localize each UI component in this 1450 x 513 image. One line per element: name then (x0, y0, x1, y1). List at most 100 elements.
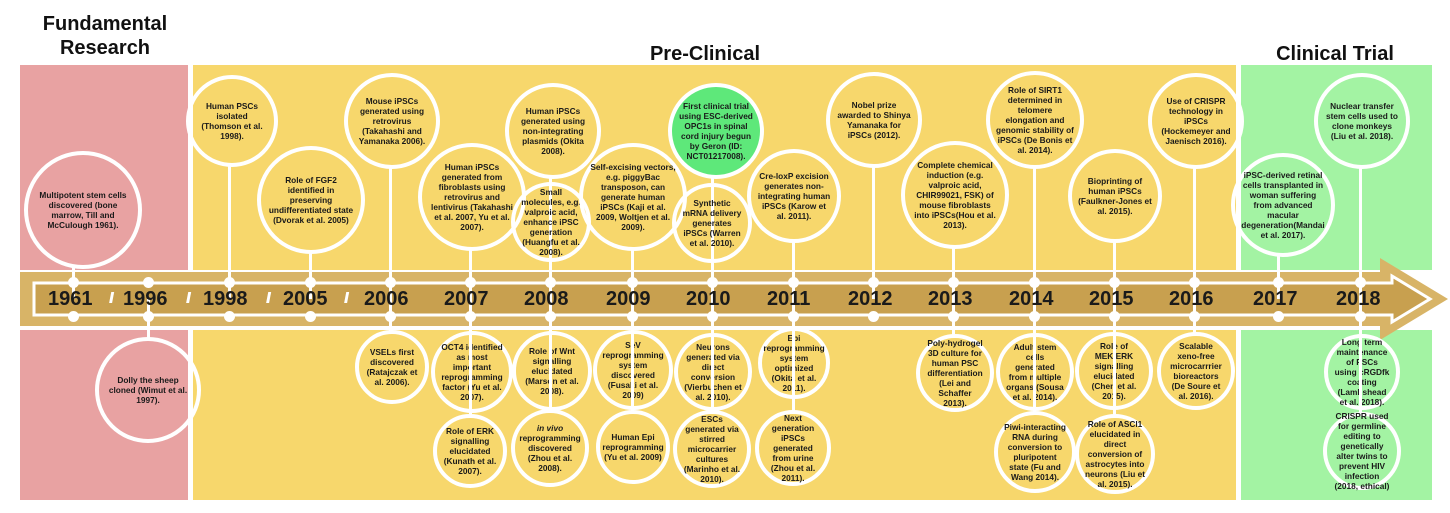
event-circle: Small molecules, e.g. valproic acid, enh… (511, 182, 591, 262)
connector-line (1193, 167, 1196, 299)
event-text: Human Epi reprogramming (Yu et al. 2009) (602, 431, 664, 463)
clinical-trial-header: Clinical Trial (1276, 43, 1394, 65)
timeline-dot (545, 311, 556, 322)
event-circle: Mouse iPSCs generated using retrovirus (… (344, 73, 440, 169)
connector-line (1033, 167, 1036, 299)
event-text: Next generation iPSCs generated from uri… (770, 412, 816, 484)
connector-line (1033, 299, 1036, 413)
year-label: 1996 (123, 288, 168, 310)
event-circle: Use of CRISPR technology in iPSCs (Hocke… (1148, 73, 1244, 169)
timeline-dot (224, 277, 235, 288)
event-circle: Role of ASCl1 elucidated in direct conve… (1075, 414, 1155, 494)
connector-line (711, 299, 714, 412)
connector-line (952, 247, 955, 299)
event-text: ESCs generated via stirred microcarrier … (683, 413, 741, 485)
timeline-dot (1273, 277, 1284, 288)
event-text: Small molecules, e.g. valproic acid, enh… (521, 186, 581, 258)
event-text: Role of ERK signalling elucidated (Kunat… (443, 425, 497, 477)
connector-line (1359, 167, 1362, 299)
timeline-dot (68, 277, 79, 288)
connector-line (631, 249, 634, 299)
event-text: Role of ASCl1 elucidated in direct conve… (1085, 418, 1145, 490)
event-text: Role of SIRT1 determined in telomere elo… (996, 84, 1074, 156)
year-label: 2009 (606, 288, 651, 310)
timeline-dot (305, 311, 316, 322)
event-circle: OCT4 identified as most important reprog… (431, 331, 513, 413)
connector-line (469, 249, 472, 299)
year-label: 2011 (767, 288, 811, 310)
timeline-dot (143, 311, 154, 322)
connector-line (549, 299, 552, 411)
year-label: 2016 (1169, 288, 1214, 310)
event-circle: Next generation iPSCs generated from uri… (755, 410, 831, 486)
timeline-dot (385, 311, 396, 322)
timeline-dot (627, 311, 638, 322)
year-label: 2010 (686, 288, 731, 310)
timeline-dot (1029, 277, 1040, 288)
timeline-dot (465, 277, 476, 288)
timeline-dot (224, 311, 235, 322)
event-circle: Nuclear transfer stem cells used to clon… (1314, 73, 1410, 169)
event-circle: Multipotent stem cells discovered (bone … (24, 151, 142, 269)
timeline-dot (305, 277, 316, 288)
year-label: 2005 (283, 288, 328, 310)
event-circle: Piwi-interacting RNA during conversion t… (994, 411, 1076, 493)
timeline-dot (1355, 311, 1366, 322)
timeline-dot (1189, 311, 1200, 322)
event-text: Dolly the sheep cloned (Wimut et al. 199… (108, 374, 188, 406)
year-label: 2018 (1336, 288, 1381, 310)
event-circle: Cre-loxP excision generates non-integrat… (747, 149, 841, 243)
event-circle: VSELs first discovered (Ratajczak et al.… (355, 330, 429, 404)
timeline-dot (68, 311, 79, 322)
event-circle: Long term maintenance of PSCs using cRGD… (1324, 334, 1400, 410)
event-circle: Human iPSCs generated using non-integrat… (505, 83, 601, 179)
event-circle: Synthetic mRNA delivery generates iPSCs … (672, 183, 752, 263)
event-circle: CRISPR used for germline editing to gene… (1323, 410, 1401, 492)
connector-line (631, 299, 634, 412)
year-label: 1961 (48, 288, 93, 310)
event-circle: First clinical trial using ESC-derived O… (668, 83, 764, 179)
year-label: 2017 (1253, 288, 1298, 310)
event-circle: Human Epi reprogramming (Yu et al. 2009) (596, 410, 670, 484)
fundamental-research-header: Fundamental Research (42, 13, 168, 59)
event-circle: Bioprinting of human iPSCs (Faulkner-Jon… (1068, 149, 1162, 243)
year-label: 2014 (1009, 288, 1054, 310)
timeline-dot (707, 311, 718, 322)
connector-line (228, 165, 231, 299)
event-text: VSELs first discovered (Ratajczak et al.… (366, 346, 418, 388)
event-circle: Self-excising vectors, e.g. piggyBac tra… (579, 143, 687, 251)
event-circle: Role of ERK signalling elucidated (Kunat… (433, 414, 507, 488)
event-circle: Role of SIRT1 determined in telomere elo… (986, 71, 1084, 169)
event-text: Role of FGF2 identified in preserving un… (268, 174, 354, 226)
timeline-dot (1189, 277, 1200, 288)
timeline-dot (868, 311, 879, 322)
year-label: 2007 (444, 288, 489, 310)
event-text: Human iPSCs generated using non-integrat… (520, 105, 586, 157)
event-text: Poly-hydrogel 3D culture for human PSC d… (927, 337, 983, 409)
timeline-dot (465, 311, 476, 322)
timeline-dot (385, 277, 396, 288)
event-text: in vivo reprogramming discovered (Zhou e… (519, 422, 581, 474)
timeline-break-mark: // (186, 290, 192, 307)
event-circle: Poly-hydrogel 3D culture for human PSC d… (916, 334, 994, 412)
connector-line (309, 252, 312, 299)
event-circle: iPSC-derived retinal cells transplanted … (1231, 153, 1335, 257)
event-text: Nobel prize awarded to Shinya Yamanaka f… (837, 99, 911, 141)
timeline-break-mark: // (109, 290, 115, 307)
timeline-dot (1355, 277, 1366, 288)
event-text: Piwi-interacting RNA during conversion t… (1004, 421, 1066, 483)
timeline-dot (545, 277, 556, 288)
connector-line (1113, 299, 1116, 416)
event-text: iPSC-derived retinal cells transplanted … (1241, 169, 1325, 241)
connector-line (389, 167, 392, 299)
event-text: Complete chemical induction (e.g. valpro… (914, 159, 996, 231)
event-text: Human iPSCs generated from fibroblasts u… (431, 161, 513, 233)
event-circle: Dolly the sheep cloned (Wimut et al. 199… (95, 337, 201, 443)
event-text: Role of Wnt signalling elucidated (Marso… (525, 345, 579, 397)
year-label: 2013 (928, 288, 973, 310)
event-circle: Scalable xeno-free microcarrrier bioreac… (1157, 332, 1235, 410)
event-text: Long term maintenance of PSCs using cRGD… (1334, 336, 1390, 408)
connector-line (1359, 299, 1362, 414)
event-text: CRISPR used for germline editing to gene… (1334, 410, 1390, 492)
